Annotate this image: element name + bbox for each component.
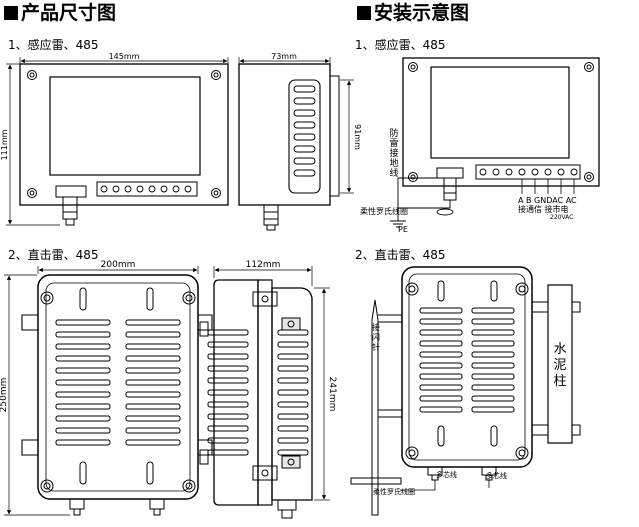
dim-241: 241mm [327,377,337,412]
square-bullet-icon [4,6,18,20]
dim-200: 200mm [101,260,136,270]
pe-label: PE [398,225,408,234]
section-title-dimensions: 产品尺寸图 [4,2,116,24]
terminal-codes: A B GNDAC AC [518,196,577,205]
mains-voltage: 220VAC [550,214,573,221]
dim-91: 91mm [353,124,362,150]
svg-text:雷: 雷 [389,138,398,149]
dim-73: 73mm [271,52,297,61]
concrete-pole [547,284,573,444]
model-label-induction-install: 1、感应雷、485 [355,38,446,52]
svg-text:水: 水 [553,342,566,357]
lightning-rod-label: 接 闪 针 [372,322,380,352]
svg-text:接: 接 [389,147,398,159]
side-fins-panel [288,79,321,194]
svg-text:柱: 柱 [553,374,566,389]
induction-side-view [238,57,354,231]
multi-core-label-1: 多芯线 [436,470,457,479]
svg-text:线: 线 [389,167,398,179]
svg-text:地: 地 [389,157,398,169]
model-label-induction-dim: 1、感应雷、485 [8,38,99,52]
direct-side-view [199,266,330,519]
model-label-direct-install: 2、直击雷、485 [355,248,446,262]
svg-text:防: 防 [389,127,398,139]
concrete-pole-label: 水 泥 柱 [553,342,566,389]
flex-cable-label-1: 柔性罗氏线圈 [360,206,408,216]
dim-145: 145mm [109,52,140,61]
square-bullet-icon [357,6,371,20]
model-label-direct-dim: 2、直击雷、485 [8,248,99,262]
dim-112: 112mm [246,260,281,270]
lightning-ground-label: 防 雷 接 地 线 [389,127,398,179]
direct-install-view [350,266,581,516]
svg-text:接: 接 [372,322,380,332]
dim-111: 111mm [0,129,9,160]
induction-install-view [390,57,600,228]
svg-text:闪: 闪 [372,333,380,342]
flex-cable-label-2: 柔性罗氏线圈 [373,487,415,496]
terminal-block [96,181,198,197]
svg-text:针: 针 [372,342,380,352]
section-title-install: 安装示意图 [357,2,469,24]
display-window [49,76,201,176]
rogowski-coil-icon [436,208,454,216]
terminal-names: 接通信 接市电 [518,204,569,214]
dim-250: 250mm [0,378,9,413]
multi-core-label-2: 多芯线 [486,471,507,480]
induction-front-view [6,57,229,226]
svg-text:泥: 泥 [553,358,566,373]
direct-front-view [4,266,213,516]
